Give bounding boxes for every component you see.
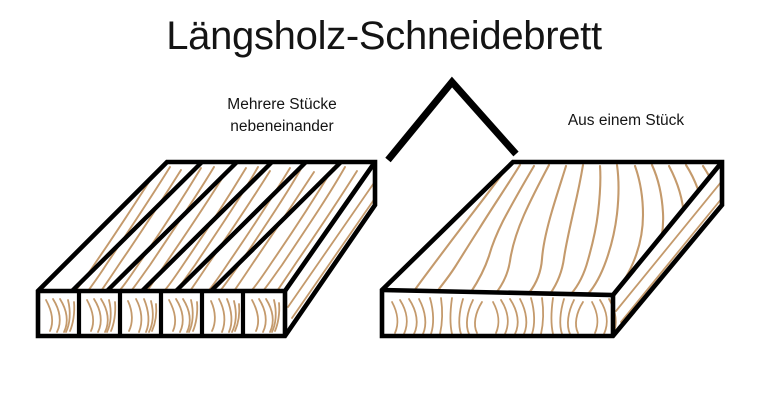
caption-left-board: Mehrere Stücke nebeneinander [186,94,378,138]
caption-right-board: Aus einem Stück [567,112,685,129]
left-board-side-face [285,162,375,336]
right-board [379,159,725,339]
right-board-top-face [382,162,722,295]
right-board-end-grain [391,297,617,335]
left-board-outline [35,159,378,339]
left-board-end-grain [45,298,281,333]
page-title: Längsholz-Schneidebrett [166,14,602,58]
connector-chevron-icon [385,76,519,163]
left-board-front-dividers [76,291,246,336]
right-board-outline [379,159,725,339]
caption-left-line-2: nebeneinander [230,118,334,135]
left-board-strip-dividers [70,160,343,293]
caption-left-line-1: Mehrere Stücke [227,96,337,113]
left-board [35,159,378,339]
